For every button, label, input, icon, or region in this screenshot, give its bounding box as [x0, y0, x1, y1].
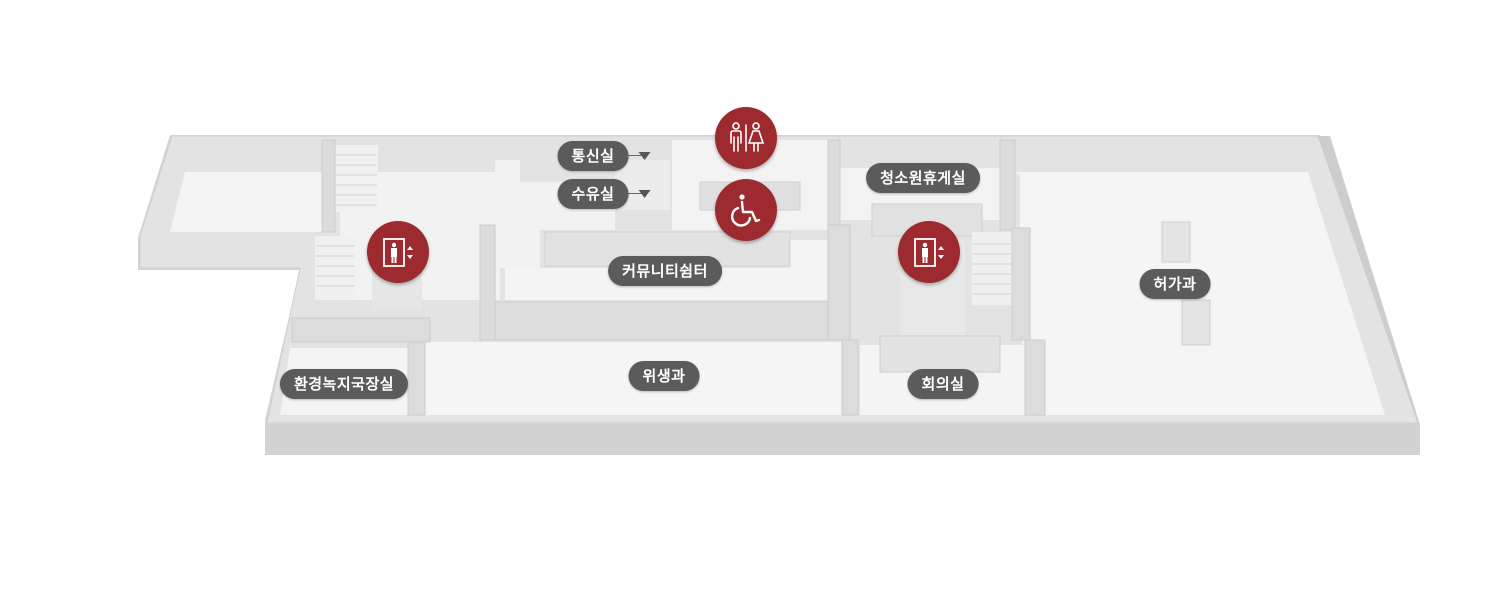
restroom-icon — [730, 122, 765, 152]
accessible-marker[interactable] — [715, 179, 777, 241]
core-center — [544, 231, 791, 267]
room-label-permit-division-text: 허가과 — [1153, 275, 1197, 293]
room-label-cleaner-lounge[interactable]: 청소원휴게실 — [866, 163, 980, 193]
slab-front-face — [265, 423, 1418, 455]
wall-vertical-3 — [841, 339, 859, 416]
pillar-1 — [1161, 221, 1191, 263]
restroom-marker[interactable] — [715, 107, 777, 169]
wall-core-east-side — [1011, 227, 1031, 341]
pointer-triangle-icon — [638, 190, 651, 198]
pointer-triangle-icon — [638, 152, 651, 160]
room-label-env-bureau-office-text: 환경녹지국장실 — [293, 375, 395, 393]
wall-vertical-6 — [827, 139, 841, 226]
stairs-east — [972, 232, 1012, 305]
elevator-marker-east[interactable] — [898, 221, 960, 283]
room-label-meeting-room[interactable]: 회의실 — [907, 369, 979, 399]
room-label-env-bureau-office[interactable]: 환경녹지국장실 — [279, 369, 409, 399]
stairs-west-lower — [315, 236, 355, 300]
room-label-hygiene-division[interactable]: 위생과 — [628, 361, 700, 391]
wall-vertical-8 — [321, 139, 336, 233]
wall-vertical-4 — [1024, 339, 1046, 416]
slab-east-face — [1318, 136, 1420, 425]
pillar-2 — [1181, 299, 1211, 346]
room-label-telecom-text: 통신실 — [571, 147, 615, 165]
wheelchair-icon — [730, 194, 761, 227]
room-label-cleaner-lounge-text: 청소원휴게실 — [880, 169, 966, 187]
room-label-community-shelter-text: 커뮤니티쉼터 — [622, 262, 708, 280]
room-label-nursing[interactable]: 수유실 — [557, 179, 651, 209]
room-label-hygiene-division-text: 위생과 — [642, 367, 686, 385]
elevator-icon — [383, 238, 413, 267]
leader-line — [626, 155, 643, 156]
room-label-permit-division[interactable]: 허가과 — [1139, 269, 1211, 299]
room-label-community-shelter[interactable]: 커뮤니티쉼터 — [608, 256, 722, 286]
room-west — [170, 172, 322, 232]
stairs-west-upper — [335, 145, 378, 212]
elevator-marker-west[interactable] — [367, 221, 429, 283]
wall-vertical-7 — [999, 139, 1016, 231]
elevator-icon — [914, 238, 944, 267]
wall-west-horizontal — [291, 317, 431, 343]
room-label-meeting-room-text: 회의실 — [921, 375, 965, 393]
leader-line — [626, 193, 643, 194]
room-label-nursing-text: 수유실 — [571, 185, 615, 203]
room-telecom-box — [615, 160, 670, 210]
wall-vertical-5 — [407, 341, 426, 416]
meeting-room-counter — [879, 335, 1001, 373]
wall-mid-horizontal — [479, 301, 851, 341]
wall-vertical-2 — [827, 224, 851, 341]
wall-vertical-1 — [479, 224, 496, 341]
room-label-telecom[interactable]: 통신실 — [557, 141, 651, 171]
